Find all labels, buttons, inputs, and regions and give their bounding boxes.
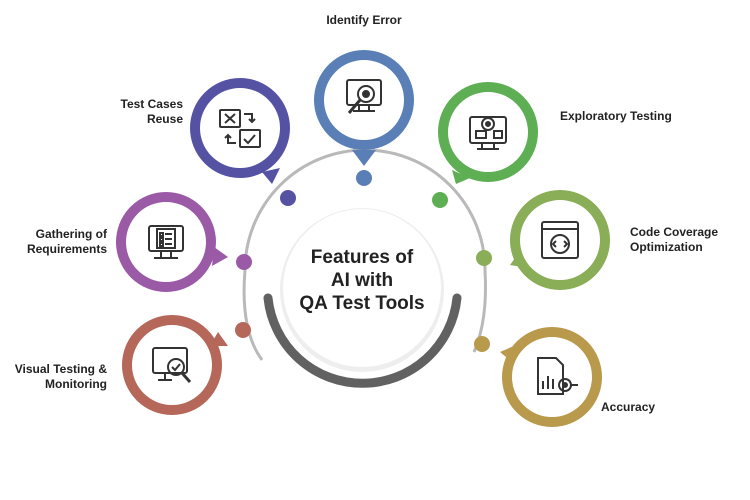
monitor-magnifier-check-icon bbox=[152, 347, 192, 383]
connector-dot-exploratory-testing bbox=[432, 192, 448, 208]
label-test-cases-reuse: Test Cases Reuse bbox=[120, 97, 183, 126]
label-identify-error: Identify Error bbox=[326, 13, 402, 27]
connector-dot-accuracy bbox=[474, 336, 490, 352]
connector-dot-visual-testing bbox=[235, 322, 251, 338]
feature-bubble-gathering-requirements bbox=[116, 192, 228, 292]
label-exploratory-testing: Exploratory Testing bbox=[560, 109, 672, 123]
feature-bubble-code-coverage bbox=[510, 190, 610, 290]
checklist-monitor-icon bbox=[148, 225, 184, 259]
feature-bubble-test-cases-reuse bbox=[190, 78, 290, 184]
test-cases-cycle-icon bbox=[219, 109, 261, 148]
outer-ring-arc-left bbox=[242, 269, 264, 361]
feature-bubble-visual-testing bbox=[122, 315, 228, 415]
label-code-coverage: Code Coverage Optimization bbox=[630, 225, 719, 254]
center-title: Features of AI with QA Test Tools bbox=[299, 247, 425, 314]
gear-monitor-icon bbox=[469, 116, 507, 150]
label-accuracy: Accuracy bbox=[601, 400, 656, 414]
connector-dot-gathering-requirements bbox=[236, 254, 252, 270]
feature-bubble-identify-error bbox=[314, 50, 414, 166]
center-circle bbox=[283, 209, 441, 367]
connector-dot-identify-error bbox=[356, 170, 372, 186]
document-chart-target-icon bbox=[537, 357, 578, 395]
label-visual-testing: Visual Testing & Monitoring bbox=[14, 362, 107, 391]
label-gathering-requirements: Gathering of Requirements bbox=[26, 227, 107, 256]
feature-bubble-accuracy bbox=[500, 327, 602, 427]
bug-monitor-search-icon bbox=[346, 79, 382, 114]
connector-dot-test-cases-reuse bbox=[280, 190, 296, 206]
center-dark-arc bbox=[263, 293, 462, 388]
connector-dot-code-coverage bbox=[476, 250, 492, 266]
feature-bubble-exploratory-testing bbox=[438, 82, 538, 184]
code-gear-window-icon bbox=[541, 221, 579, 259]
